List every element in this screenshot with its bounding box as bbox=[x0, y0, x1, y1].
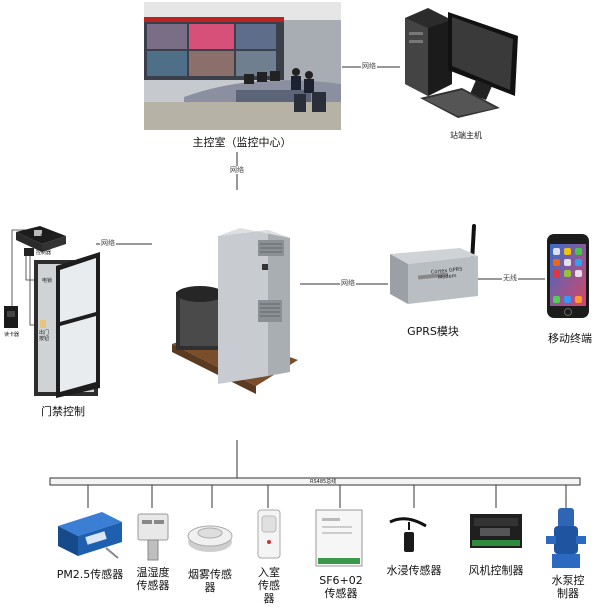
bus-label: RS485总线 bbox=[310, 479, 336, 485]
sensor-label-temp-humidity: 温湿度 传感器 bbox=[130, 566, 176, 592]
lock-label: 电锁 bbox=[42, 278, 52, 284]
sensor-label-water-leak: 水浸传感器 bbox=[382, 564, 446, 577]
sensor-label-intrusion: 入室 传感 器 bbox=[254, 566, 284, 605]
mobile-phone bbox=[547, 234, 589, 318]
pump-controller-device bbox=[544, 506, 588, 572]
power-label: 机箱电源 bbox=[40, 234, 60, 240]
gprs-module: Cortex GPRS Modem bbox=[388, 224, 484, 310]
link-label-gprs-mobile: 无线 bbox=[502, 274, 518, 282]
link-label-unit-gprs: 网络 bbox=[340, 279, 356, 287]
pm25-sensor-device bbox=[56, 508, 128, 560]
control-room-photo bbox=[144, 2, 341, 130]
control-room-label: 主控室（监控中心） bbox=[182, 136, 302, 149]
mobile-label: 移动终端 bbox=[540, 332, 600, 345]
sf6-o2-sensor-device bbox=[314, 508, 364, 568]
access-control-label: 门禁控制 bbox=[28, 405, 98, 418]
access-control: 机箱电源 控制器 电锁 出门按钮 读卡器 bbox=[0, 222, 110, 402]
intrusion-sensor-device bbox=[256, 508, 282, 560]
sensor-label-fan-controller: 风机控制器 bbox=[464, 564, 528, 577]
link-label-room-host: 网络 bbox=[361, 62, 377, 70]
link-label-room-unit: 网络 bbox=[229, 166, 245, 174]
smoke-sensor-device bbox=[186, 516, 234, 556]
water-leak-sensor-device bbox=[386, 512, 438, 556]
host-label: 站端主机 bbox=[440, 132, 492, 140]
temp-humidity-sensor-device bbox=[136, 512, 170, 562]
sensor-label-pump-controller: 水泵控 制器 bbox=[544, 574, 592, 600]
cabinet-unit bbox=[168, 226, 302, 394]
exit-button-label: 出门按钮 bbox=[38, 330, 50, 342]
sensor-label-pm25: PM2.5传感器 bbox=[52, 568, 128, 581]
controller-label: 控制器 bbox=[36, 250, 51, 256]
fan-controller-device bbox=[468, 510, 524, 552]
gprs-label: GPRS模块 bbox=[398, 325, 468, 338]
host-computer bbox=[400, 0, 525, 120]
reader-label: 读卡器 bbox=[4, 332, 19, 338]
sensor-label-sf6-o2: SF6+02 传感器 bbox=[314, 574, 368, 600]
sensor-label-smoke: 烟雾传感 器 bbox=[184, 568, 236, 594]
